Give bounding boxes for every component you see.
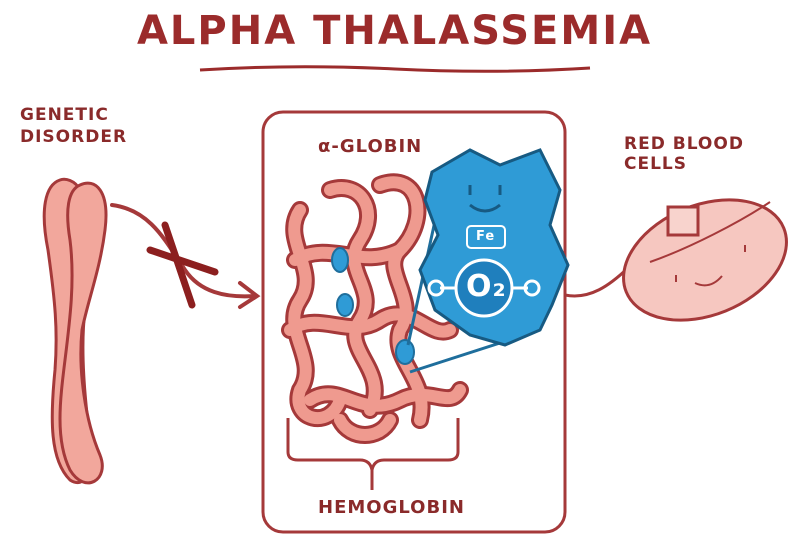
genetic-label-line1: GENETIC [20,104,127,126]
heme-molecule-icon [420,150,568,345]
genetic-disorder-label: GENETIC DISORDER [20,104,127,148]
connector-line [565,268,628,296]
chromosome-icon [44,179,106,483]
red-blood-cells-label: RED BLOOD CELLS [624,134,789,174]
oxygen-label: O₂ [466,269,507,304]
hemoglobin-label: HEMOGLOBIN [318,497,465,518]
red-blood-cell-icon [606,177,789,343]
alpha-globin-label: α-GLOBIN [318,136,422,157]
genetic-label-line2: DISORDER [20,126,127,148]
blocked-arrow-icon [112,205,257,307]
heme-iron-label: Fe [476,229,495,244]
